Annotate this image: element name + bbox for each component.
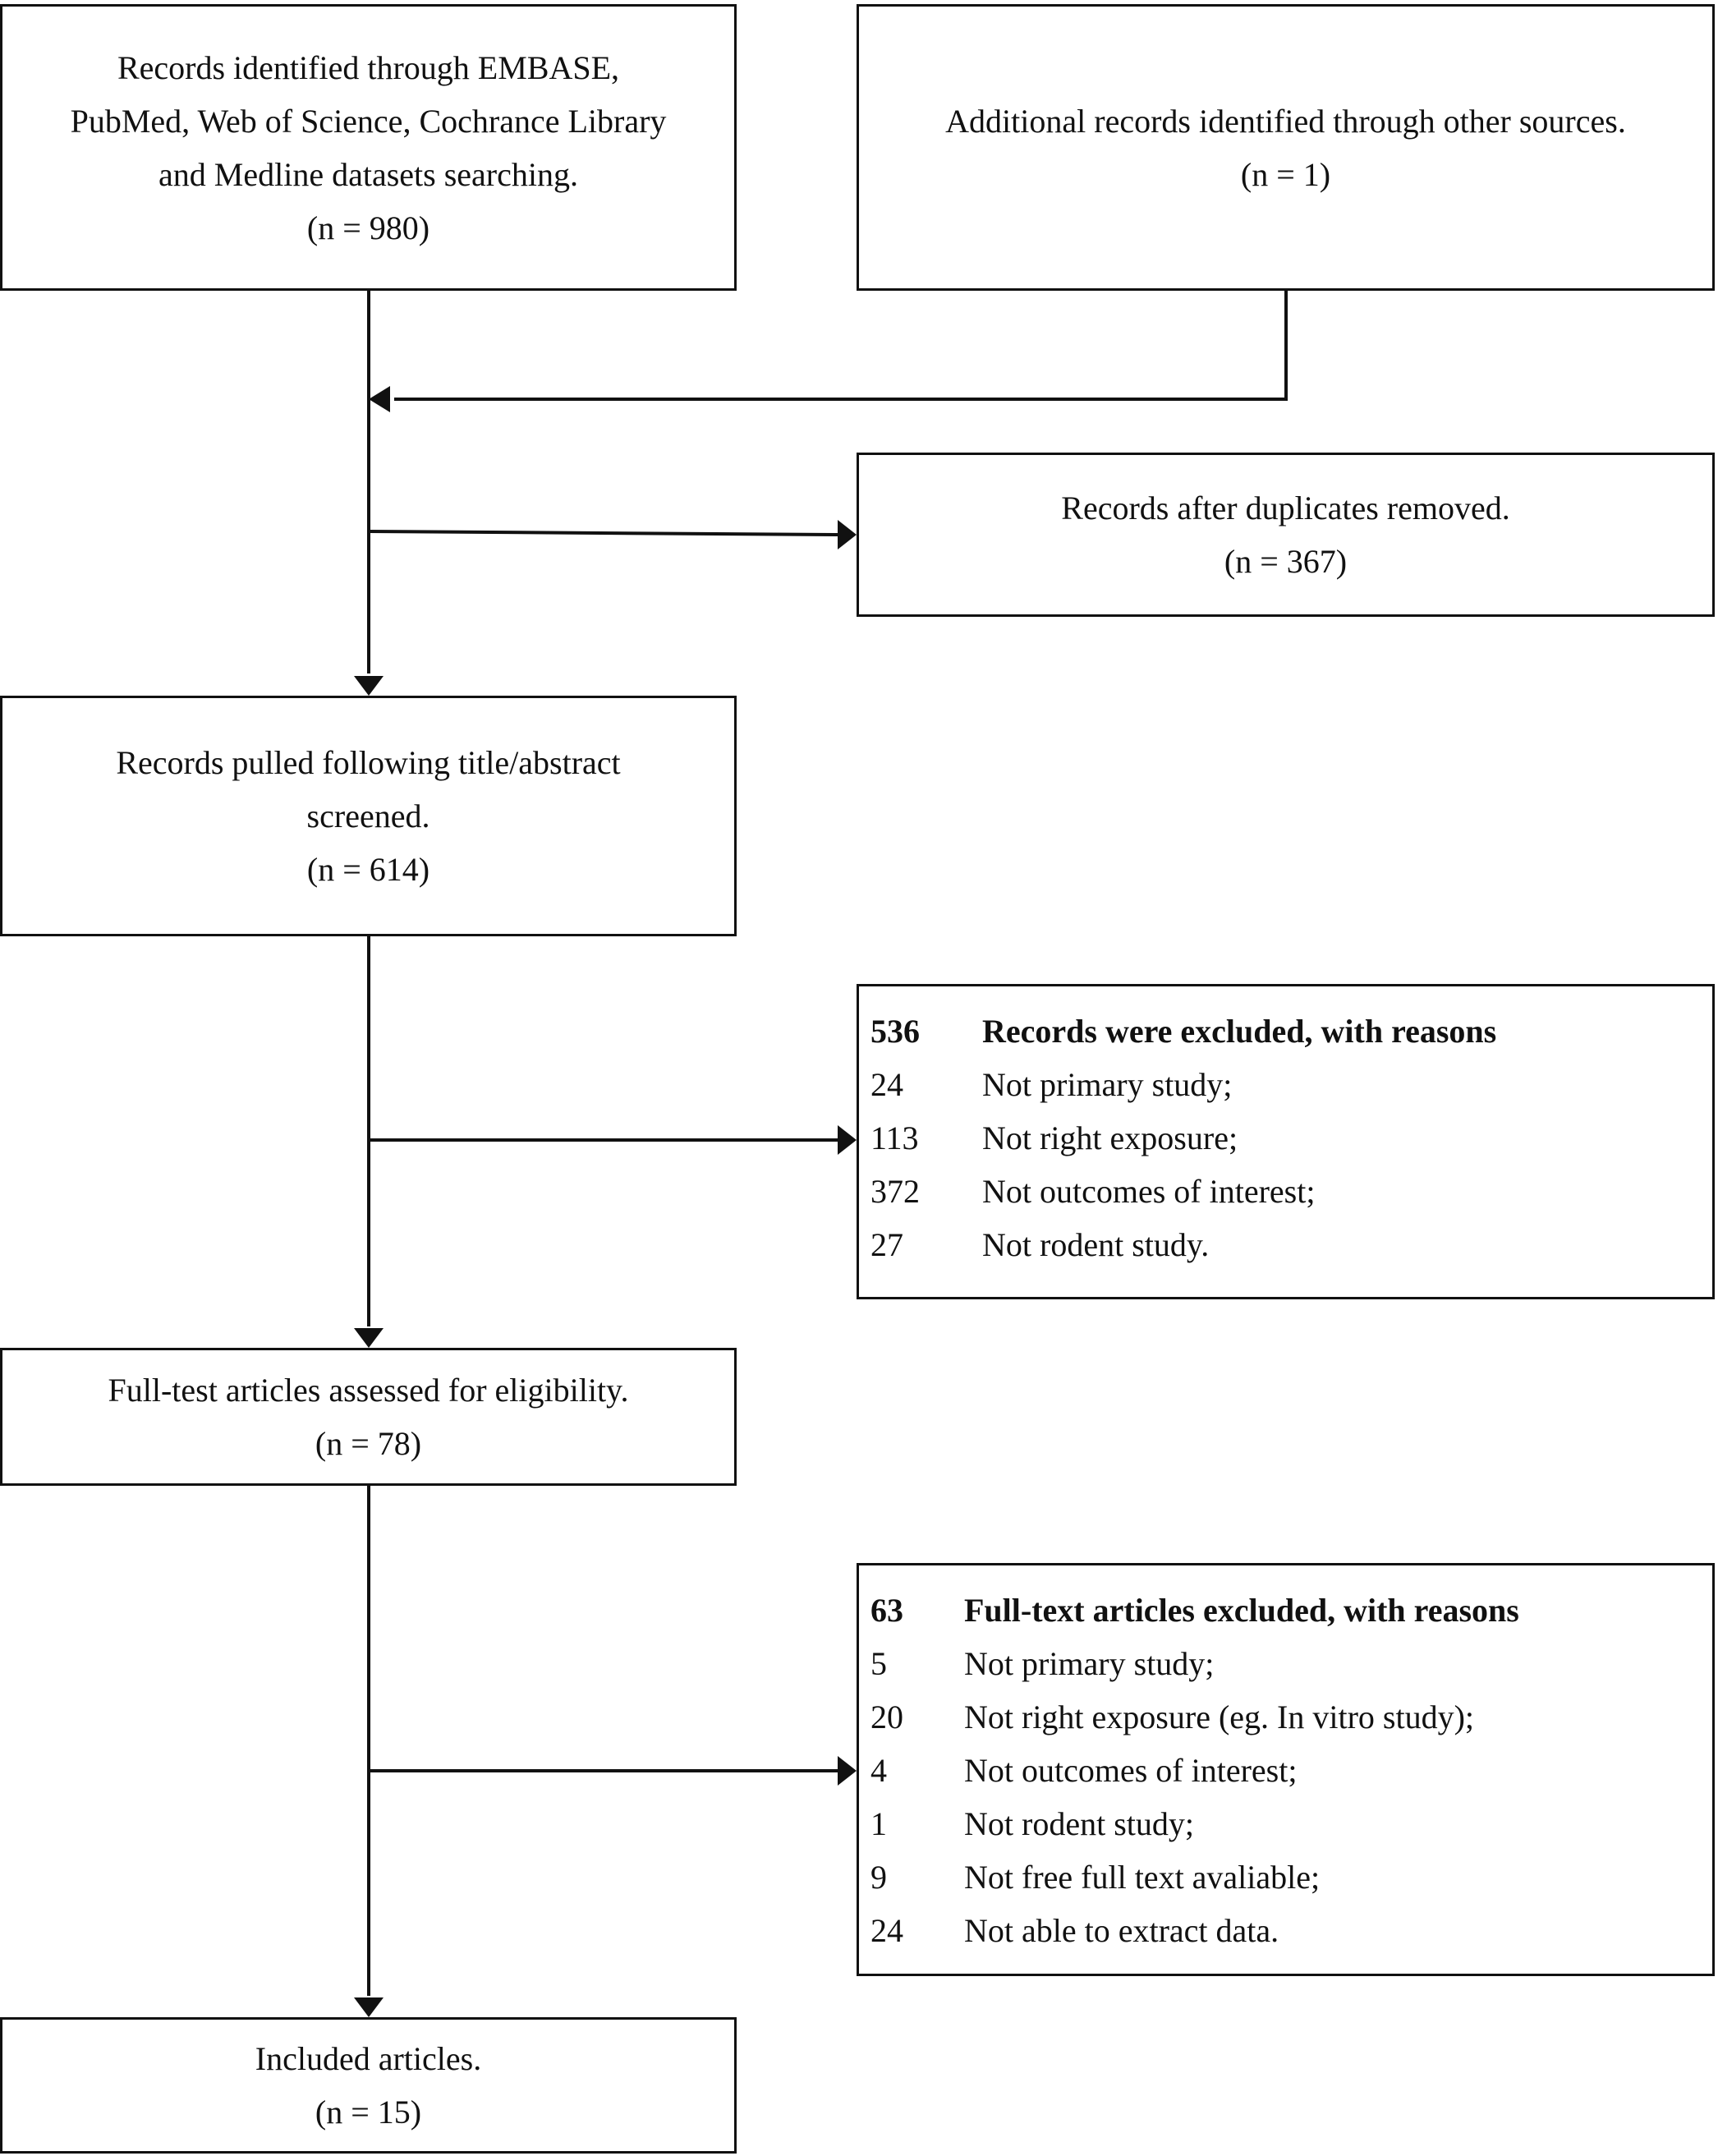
screened-count: (n = 614) — [306, 851, 430, 888]
arrowhead-to-excluded-records — [838, 1125, 857, 1155]
identified-records-box: Records identified through EMBASE, PubMe… — [0, 4, 737, 291]
reason-text: Not outcomes of interest; — [982, 1173, 1316, 1210]
excluded-full-text-row: 1 Not rodent study; — [870, 1797, 1712, 1850]
excluded-full-text-row: 20 Not right exposure (eg. In vitro stud… — [870, 1690, 1712, 1744]
excluded-records-row: 113 Not right exposure; — [870, 1111, 1712, 1165]
excluded-records-row: 27 Not rodent study. — [870, 1218, 1712, 1271]
reason-count: 27 — [870, 1226, 903, 1263]
excluded-records-header: 536 Records were excluded, with reasons — [870, 1004, 1712, 1058]
arrowhead-to-screened — [354, 676, 384, 696]
excluded-full-text-box: 63 Full-text articles excluded, with rea… — [857, 1563, 1715, 1976]
reason-text: Not primary study; — [982, 1066, 1233, 1103]
full-text-count: (n = 78) — [315, 1425, 422, 1462]
excluded-full-text-title: Full-text articles excluded, with reason… — [964, 1592, 1519, 1629]
reason-text: Not primary study; — [964, 1645, 1215, 1682]
excluded-records-title: Records were excluded, with reasons — [982, 1013, 1497, 1050]
included-line-1: Included articles. — [255, 2040, 482, 2077]
included-count: (n = 15) — [315, 2094, 422, 2131]
screened-line-2: screened. — [306, 798, 430, 834]
reason-count: 1 — [870, 1805, 887, 1842]
reason-count: 113 — [870, 1119, 919, 1156]
reason-text: Not right exposure; — [982, 1119, 1238, 1156]
screened-records-box: Records pulled following title/abstract … — [0, 696, 737, 936]
reason-count: 4 — [870, 1752, 887, 1789]
reason-count: 24 — [870, 1912, 903, 1949]
connector-additional-to-trunk — [394, 288, 1288, 401]
excluded-records-box: 536 Records were excluded, with reasons … — [857, 984, 1715, 1299]
arrowhead-to-included — [354, 1997, 384, 2017]
identified-line-1: Records identified through EMBASE, — [117, 48, 620, 86]
full-text-line-1: Full-test articles assessed for eligibil… — [108, 1372, 629, 1409]
excluded-full-text-row: 9 Not free full text avaliable; — [870, 1850, 1712, 1904]
reason-count: 9 — [870, 1859, 887, 1896]
connector-to-duplicates — [368, 530, 838, 536]
excluded-full-text-header: 63 Full-text articles excluded, with rea… — [870, 1584, 1712, 1637]
arrowhead-additional-merge — [369, 386, 390, 412]
reason-count: 20 — [870, 1699, 903, 1735]
additional-records-box: Additional records identified through ot… — [857, 4, 1715, 291]
excluded-full-text-total: 63 — [870, 1592, 903, 1629]
arrowhead-to-duplicates — [838, 520, 857, 549]
identified-count: (n = 980) — [306, 209, 430, 246]
identified-line-2: PubMed, Web of Science, Cochrance Librar… — [70, 102, 667, 140]
arrowhead-to-fulltext — [354, 1328, 384, 1348]
excluded-full-text-row: 24 Not able to extract data. — [870, 1904, 1712, 1957]
excluded-records-row: 24 Not primary study; — [870, 1058, 1712, 1111]
duplicates-removed-box: Records after duplicates removed. (n = 3… — [857, 453, 1715, 617]
excluded-records-row: 372 Not outcomes of interest; — [870, 1165, 1712, 1218]
reason-count: 372 — [870, 1173, 920, 1210]
excluded-full-text-row: 4 Not outcomes of interest; — [870, 1744, 1712, 1797]
reason-text: Not right exposure (eg. In vitro study); — [964, 1699, 1474, 1735]
excluded-full-text-row: 5 Not primary study; — [870, 1637, 1712, 1690]
reason-text: Not free full text avaliable; — [964, 1859, 1321, 1896]
full-text-assessed-box: Full-test articles assessed for eligibil… — [0, 1348, 737, 1486]
reason-text: Not rodent study. — [982, 1226, 1210, 1263]
additional-line-1: Additional records identified through ot… — [945, 102, 1626, 140]
identified-line-3: and Medline datasets searching. — [158, 155, 578, 193]
duplicates-count: (n = 367) — [1224, 543, 1348, 580]
reason-text: Not rodent study; — [964, 1805, 1194, 1842]
additional-count: (n = 1) — [1240, 155, 1331, 193]
excluded-records-total: 536 — [870, 1013, 920, 1050]
duplicates-line-1: Records after duplicates removed. — [1061, 490, 1510, 526]
arrowhead-to-excluded-fulltext — [838, 1756, 857, 1786]
included-articles-box: Included articles. (n = 15) — [0, 2017, 737, 2154]
reason-count: 5 — [870, 1645, 887, 1682]
reason-count: 24 — [870, 1066, 903, 1103]
screened-line-1: Records pulled following title/abstract — [116, 744, 621, 781]
reason-text: Not able to extract data. — [964, 1912, 1279, 1949]
reason-text: Not outcomes of interest; — [964, 1752, 1298, 1789]
